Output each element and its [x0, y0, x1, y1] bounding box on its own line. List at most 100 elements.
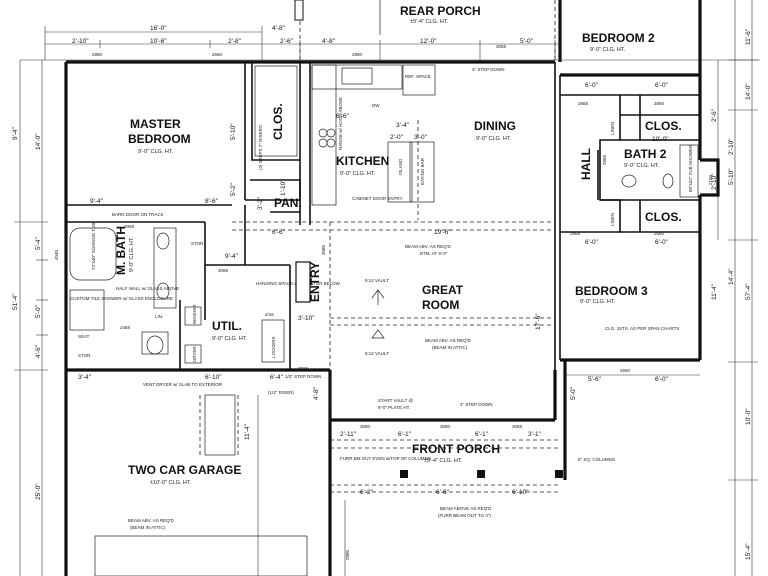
seat-note: SEAT [78, 334, 90, 339]
dim-b3-6-0: 6'-0" [655, 376, 669, 383]
mbath-label: M. BATH [114, 226, 128, 275]
dim-b3-5-6: 5'-6" [588, 376, 602, 383]
front-porch-note: ±9'-4" CLG. HT. [424, 458, 463, 464]
dining-label: DINING [474, 119, 516, 133]
dim-5-0-top: 5'-0" [520, 38, 534, 45]
dim-b2-6-0c: 6'-0" [585, 239, 599, 246]
rear-porch-label: REAR PORCH [400, 4, 481, 18]
window-3060-b: 3060 [440, 424, 451, 429]
dim-12-0-top: 12'-0" [420, 38, 437, 45]
beam-porch-note: BEAM ABOVE AS REQ'D [440, 506, 492, 511]
dim-fp-3-1: 3'-1" [528, 431, 542, 438]
window-2160: 2160 [708, 174, 713, 185]
dim-3-2-pan: 3'-2" [257, 196, 264, 210]
dim-2-10-top: 2'-10" [72, 38, 89, 45]
toilet-mbath [146, 335, 164, 355]
dim-right-5-0: 5'-0" [570, 386, 577, 400]
beam-attic-note-2: (BEAM IN ATTIC) [432, 345, 468, 350]
dim-4-8-top2: 4'-8" [322, 38, 336, 45]
left-dimension-lines [14, 60, 48, 576]
dim-2-8: 2'-8" [228, 38, 242, 45]
rear-porch-note: ±9'-4" CLG. HT. [410, 19, 449, 25]
dim-1-10-pan: 1'-10" [280, 179, 287, 196]
bedroom2-note: 9'-0" CLG. HT. [590, 47, 626, 53]
cabinet-entry-note: CABINET DOOR ENTRY [352, 196, 403, 201]
bath2-note: 9'-0" CLG. HT. [624, 163, 660, 169]
dim-b2-6-0b: 6'-0" [655, 82, 669, 89]
dim-right-14-4: 14'-4" [728, 268, 735, 285]
window-2880-garage: 2880 [345, 549, 350, 560]
lin-note: LIN. [155, 314, 163, 319]
door-2868-b2b: 2868 [602, 154, 607, 165]
entry-label: ENTRY [308, 262, 322, 302]
dim-right-2-10: 2'-10" [728, 138, 735, 155]
dim-right-15-4: 15'-4" [745, 543, 752, 560]
dim-left-51-4: 51'-4" [12, 293, 19, 310]
dim-left-4-6: 4'-6" [35, 344, 42, 358]
bedroom3-note: 9'-0" CLG. HT. [580, 299, 616, 305]
dim-right-14-0: 14'-0" [745, 83, 752, 100]
dim-10-6: 10'-6" [150, 38, 167, 45]
beam-porch-note-2: (FURR BEAM OUT TO 3") [438, 513, 491, 518]
dim-right-2-10b: 2'-10" [711, 173, 718, 190]
soaking-tub [69, 227, 117, 281]
shower [69, 289, 105, 331]
dim-b2-6-0d: 6'-0" [655, 239, 669, 246]
dim-right-10-0: 10'-0" [745, 408, 752, 425]
dim-19-6-great: 19'-6" [434, 229, 451, 236]
sink-2 [156, 282, 170, 300]
dim-2-6-top: 2'-6" [280, 38, 294, 45]
door-2660-b2: 2660 [654, 101, 665, 106]
util-note: 9'-0" CLG. HT. [212, 336, 248, 342]
dim-5-2-closet: 5'-2" [230, 182, 237, 196]
soaking-tub-note: 72"x40" SOAKING TUB [91, 223, 96, 270]
stor-note: STOR. [78, 353, 92, 358]
door-2868-b3: 2868 [570, 231, 581, 236]
bath2-label: BATH 2 [624, 147, 667, 161]
riser-note: 1/2" STEP DOWN [285, 374, 321, 379]
great-room-label-1: GREAT [422, 283, 464, 297]
vault-top-label: 9:12 VAULT [365, 278, 389, 283]
door-2868-b2: 2868 [578, 101, 589, 106]
garage-door [94, 535, 308, 576]
lockers-box [261, 319, 285, 363]
washer-box [184, 306, 202, 326]
range-note: RANGE w/ HOOD ABOVE [338, 97, 343, 150]
dim-fp-6-6: 6'-6" [436, 489, 450, 496]
dim-left-14-0: 14'-0" [35, 133, 42, 150]
door-3068-front: 3068 [512, 424, 523, 429]
window-2660-b3: 2660 [620, 368, 631, 373]
master-dim-9-4: 9'-4" [90, 198, 104, 205]
master-bedroom-label-1: MASTER [130, 117, 181, 131]
dim-6-6-great: 6'-6" [272, 229, 286, 236]
mbath-note: 9'-0" CLG. HT. [129, 236, 135, 272]
porch-columns [400, 470, 563, 478]
dim-4-8-garage: 4'-8" [313, 386, 320, 400]
start-vault-note-2: 9'-0" PLATE HT. [378, 405, 410, 410]
pantry-label: PAN. [274, 196, 302, 210]
vault-arrow-tri [371, 329, 385, 339]
dim-3-10-great: 3'-10" [298, 315, 315, 322]
shower-note: CUSTOM TILE SHOWER w/ GLASS ENCLOSURE [70, 296, 173, 301]
barn-door-note: BARN DOOR ON TRACK [112, 212, 164, 217]
clos-b2-top-label: CLOS. [645, 119, 682, 133]
sink-1 [156, 232, 170, 250]
garage-note: ±10'-0" CLG. HT. [150, 480, 192, 486]
dw-label: DW [372, 103, 380, 108]
beam-great-note: BEAM ABV. AS REQ'D [405, 244, 451, 249]
entry-door-leaf [295, 261, 311, 303]
dim-9-4-util: 9'-4" [225, 253, 239, 260]
island-label: ISLAND [398, 158, 403, 175]
master-dim-8-6: 8'-6" [205, 198, 219, 205]
beam-attic-note: BEAM ABV. AS REQ'D [425, 338, 471, 343]
kitchen-note: 9'-0" CLG. HT. [340, 171, 376, 177]
window-2860-top: 2860 [352, 52, 363, 57]
door-3068-rear: 3068 [496, 44, 507, 49]
window-2880-top: 2880 [92, 52, 103, 57]
vault-arrow-up [371, 289, 385, 305]
dim-3-0-kitchen: 3'-0" [414, 134, 428, 141]
dim-b2-10-0: 10'-0" [652, 136, 669, 143]
window-4040: 4040 [54, 249, 59, 260]
window-2660-top: 2660 [212, 52, 223, 57]
